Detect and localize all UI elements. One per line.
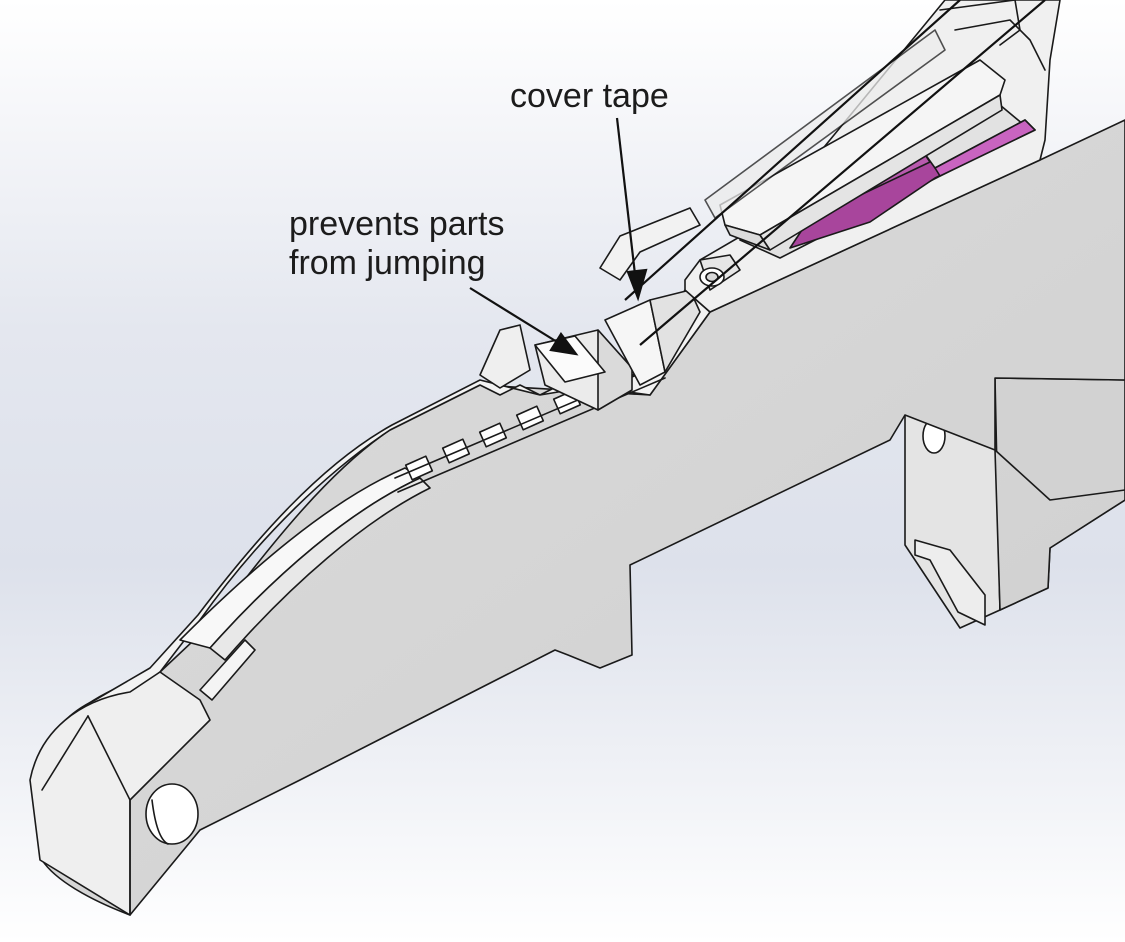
leader-arrows: [469, 117, 648, 356]
cover-tape-leader: [615, 117, 638, 284]
shoulder: [479, 324, 531, 389]
tape-channel: [179, 364, 666, 701]
cover-tape-guide: [604, 289, 701, 386]
snap-hook-icon: [914, 539, 986, 626]
carrier-tape-strip: [704, 29, 1006, 251]
prevents-leader: [469, 287, 563, 346]
prevents-label-line-2: from jumping: [289, 244, 486, 282]
mounting-hole-icon: [145, 783, 199, 845]
prevents-arrowhead: [549, 332, 579, 356]
cover-tape-lines: [624, 0, 1046, 346]
cover-tape-arrowhead: [626, 268, 648, 302]
prevents-label-line-1: prevents parts: [289, 205, 505, 243]
nose-block: [29, 671, 211, 916]
cover-tape-label: cover tape: [510, 77, 669, 115]
prevents-parts-label: prevents parts from jumping: [289, 205, 504, 283]
